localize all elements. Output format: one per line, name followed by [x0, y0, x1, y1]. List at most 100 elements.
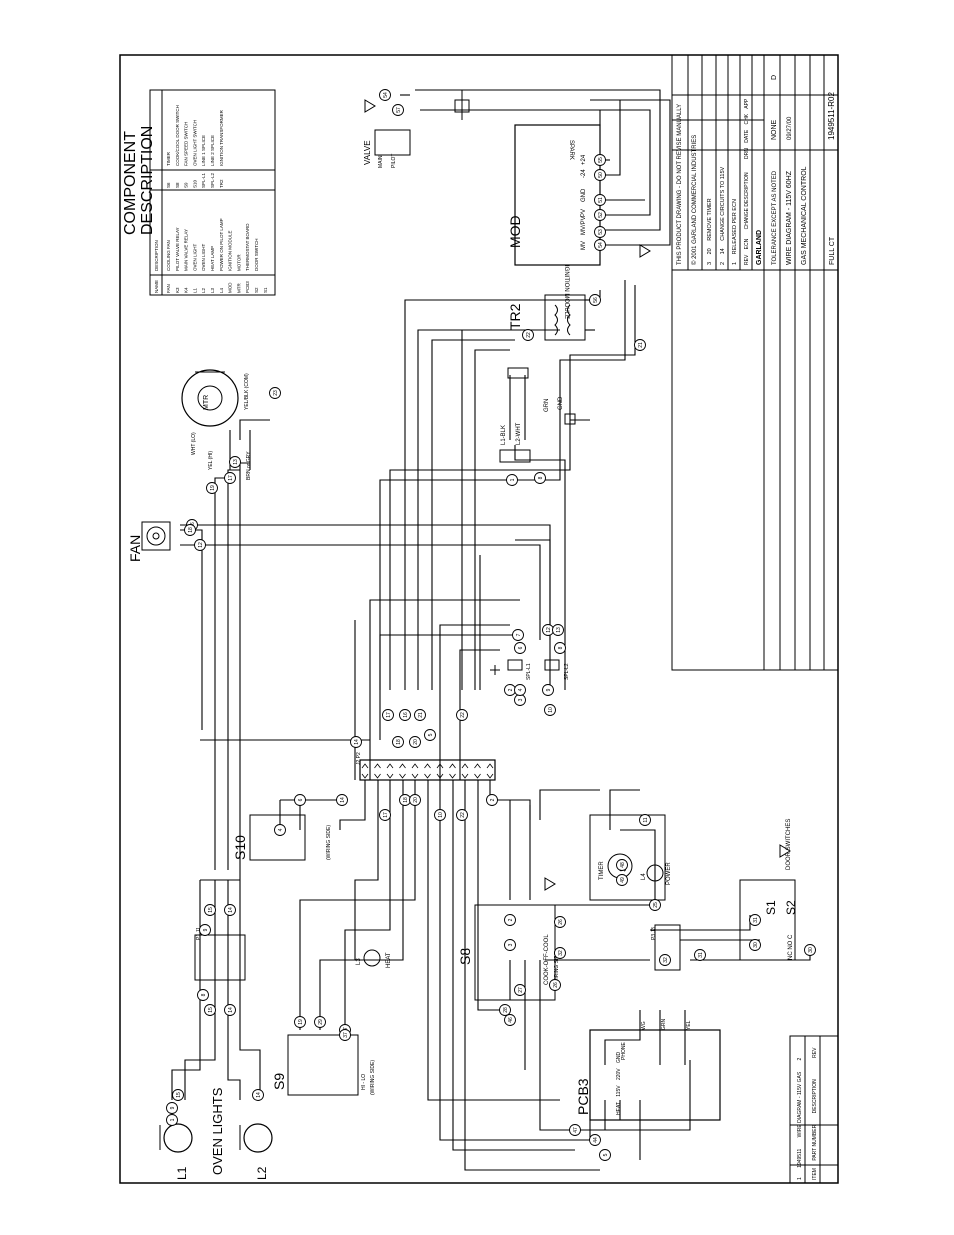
wire-number-bubble: [599, 1149, 611, 1161]
svg-text:L1: L1: [192, 287, 197, 293]
connector-pin: [411, 763, 419, 779]
wire-number-label: 22: [460, 812, 466, 818]
valve-pilot-label: PILOT: [391, 154, 397, 168]
svg-text:ITEM PART NUMBER: ITEM PART NUMBER DESCRIPTION REV: [812, 1047, 818, 1180]
wire-number-bubble: [504, 1014, 516, 1026]
wire-number-bubble: [414, 709, 426, 721]
mtr-label: MTR: [203, 395, 210, 410]
connector-pin: [374, 763, 381, 779]
s2-label: S2: [784, 900, 798, 915]
spl-l1-label: SPL-L1: [526, 663, 532, 680]
wire-number-label: 8: [201, 993, 207, 996]
wire-number-label: 37: [343, 1032, 349, 1038]
wire-number-bubble: [274, 824, 286, 836]
svg-text:DOOR SWITCH: DOOR SWITCH: [254, 239, 259, 272]
wire-number-bubble: [594, 239, 606, 251]
ignition-module-label: IGNITION MODULE: [563, 265, 569, 319]
mod-pin-pv: PV: [581, 209, 587, 217]
wire-number-label: 3: [508, 943, 514, 946]
ignition-module: MOD IGNITION MODULE MV MV/PV PV GND -24 …: [507, 124, 601, 319]
wire-number-label: 57: [396, 107, 402, 113]
wire-number-bubble: [514, 984, 526, 996]
wire-number-bubble: [224, 1004, 236, 1016]
wire-number-bubble: [294, 794, 306, 806]
wire-number-label: 31: [753, 917, 759, 923]
pcb3-grn-label: GRN: [661, 1019, 667, 1031]
pcb3-pins-label: HEAT 115V 220V GND: [616, 1051, 622, 1115]
svg-text:S1: S1: [263, 287, 268, 293]
svg-text:S8: S8: [175, 182, 180, 188]
wire-number-bubble: [749, 914, 761, 926]
wire-number-bubble: [594, 209, 606, 221]
parts-list-block: 1 1949511 WIRE DIAGRAM - 115V GAS 2 ITEM…: [789, 1035, 839, 1184]
wiring: [171, 89, 811, 1171]
wire-number-bubble: [409, 736, 421, 748]
wire-number-bubble: [639, 814, 651, 826]
wire-number-bubble: [166, 1102, 178, 1114]
s9-label: S9: [271, 1073, 287, 1090]
wire-number-bubble: [206, 482, 218, 494]
connector-pin: [461, 763, 469, 779]
wire-number-bubble: [804, 944, 816, 956]
wire-number-bubble: [486, 794, 498, 806]
pcb3-label: PCB3: [575, 1078, 591, 1115]
mod-pin-plus24: +24: [581, 154, 587, 165]
svg-text:L2: L2: [201, 287, 206, 293]
ignition-transformer: TR2: [507, 294, 586, 341]
drawing-subdesc: GAS MECHANICAL CONTROL: [801, 166, 808, 265]
mtr-brn-label: BRN or GRY: [246, 451, 252, 480]
connector-pin: [386, 763, 394, 779]
size: D: [771, 75, 778, 80]
wire-number-bubble: [314, 1016, 326, 1028]
wire-number-label: 54: [383, 92, 389, 98]
power-label: POWER: [666, 862, 672, 885]
scale: NONE: [771, 119, 778, 140]
svg-text:PILOT VALVE RELAY: PILOT VALVE RELAY: [175, 227, 180, 271]
wire-number-bubble: [594, 169, 606, 181]
wire-number-bubble: [499, 1004, 511, 1016]
wire-number-label: 49: [620, 877, 626, 883]
pcb3-phone-label: PHONE: [621, 1042, 627, 1060]
rev-header: REV ECN CHANGE DESCRIPTION DRN DATE CHK …: [744, 98, 750, 265]
wire-number-bubble: [694, 949, 706, 961]
wire-number-bubble: [172, 1089, 184, 1101]
svg-text:DESCRIPTION: DESCRIPTION: [154, 240, 159, 271]
svg-text:OVEN LIGHT: OVEN LIGHT: [201, 243, 206, 271]
wire-number-label: 30: [808, 947, 814, 953]
svg-text:1 1949511 WIRE: 1 1949511 WIRE DIAGRAM - 115V GAS 2: [797, 1057, 803, 1180]
tolerance: TOLERANCE EXCEPT AS NOTED: [772, 170, 778, 265]
svg-text:S10: S10: [192, 179, 197, 188]
mtr-yel-label: YEL (HI): [208, 451, 214, 470]
wire-number-label: 12: [546, 627, 552, 633]
wire-number-bubble: [534, 472, 546, 484]
wire-number-bubble: [166, 1114, 178, 1126]
wire-number-bubble: [382, 709, 394, 721]
svg-text:MAIN VALVE RELAY: MAIN VALVE RELAY: [184, 229, 189, 271]
wire-number-label: 30: [753, 942, 759, 948]
company-name: GARLAND: [756, 230, 763, 265]
wire-number-label: 13: [556, 627, 562, 633]
s1-label: S1: [764, 900, 778, 915]
wire-number-label: 21: [418, 712, 424, 718]
svg-text:HEAT LAMP: HEAT LAMP: [210, 246, 215, 271]
svg-text:L4: L4: [219, 287, 224, 293]
motor: MTR WHT (LO) YEL (HI) YEL/BLK (COM) BRN …: [181, 369, 252, 480]
wire-number-bubble: [204, 904, 216, 916]
mod-pin-gnd: GND: [581, 188, 587, 202]
valve-label: VALVE: [363, 140, 372, 165]
component-description-table: COMPONENT DESCRIPTION NAMEDESCRIPTIONFAN…: [122, 89, 276, 296]
wire-number-label: 29: [318, 1019, 324, 1025]
nc-no-c-label: NC NO C: [788, 934, 794, 960]
wire-number-bubble: [554, 916, 566, 928]
heat-lamp: L3 HEAT: [356, 949, 392, 968]
wire-number-label: 9: [170, 1106, 176, 1109]
wire-number-bubble: [424, 729, 436, 741]
mod-pin-mv: MV: [581, 241, 587, 250]
pcb3-yel-label: YEL: [686, 1020, 692, 1030]
wire-number-label: 14: [354, 739, 360, 745]
component-row: S1: [263, 287, 268, 293]
